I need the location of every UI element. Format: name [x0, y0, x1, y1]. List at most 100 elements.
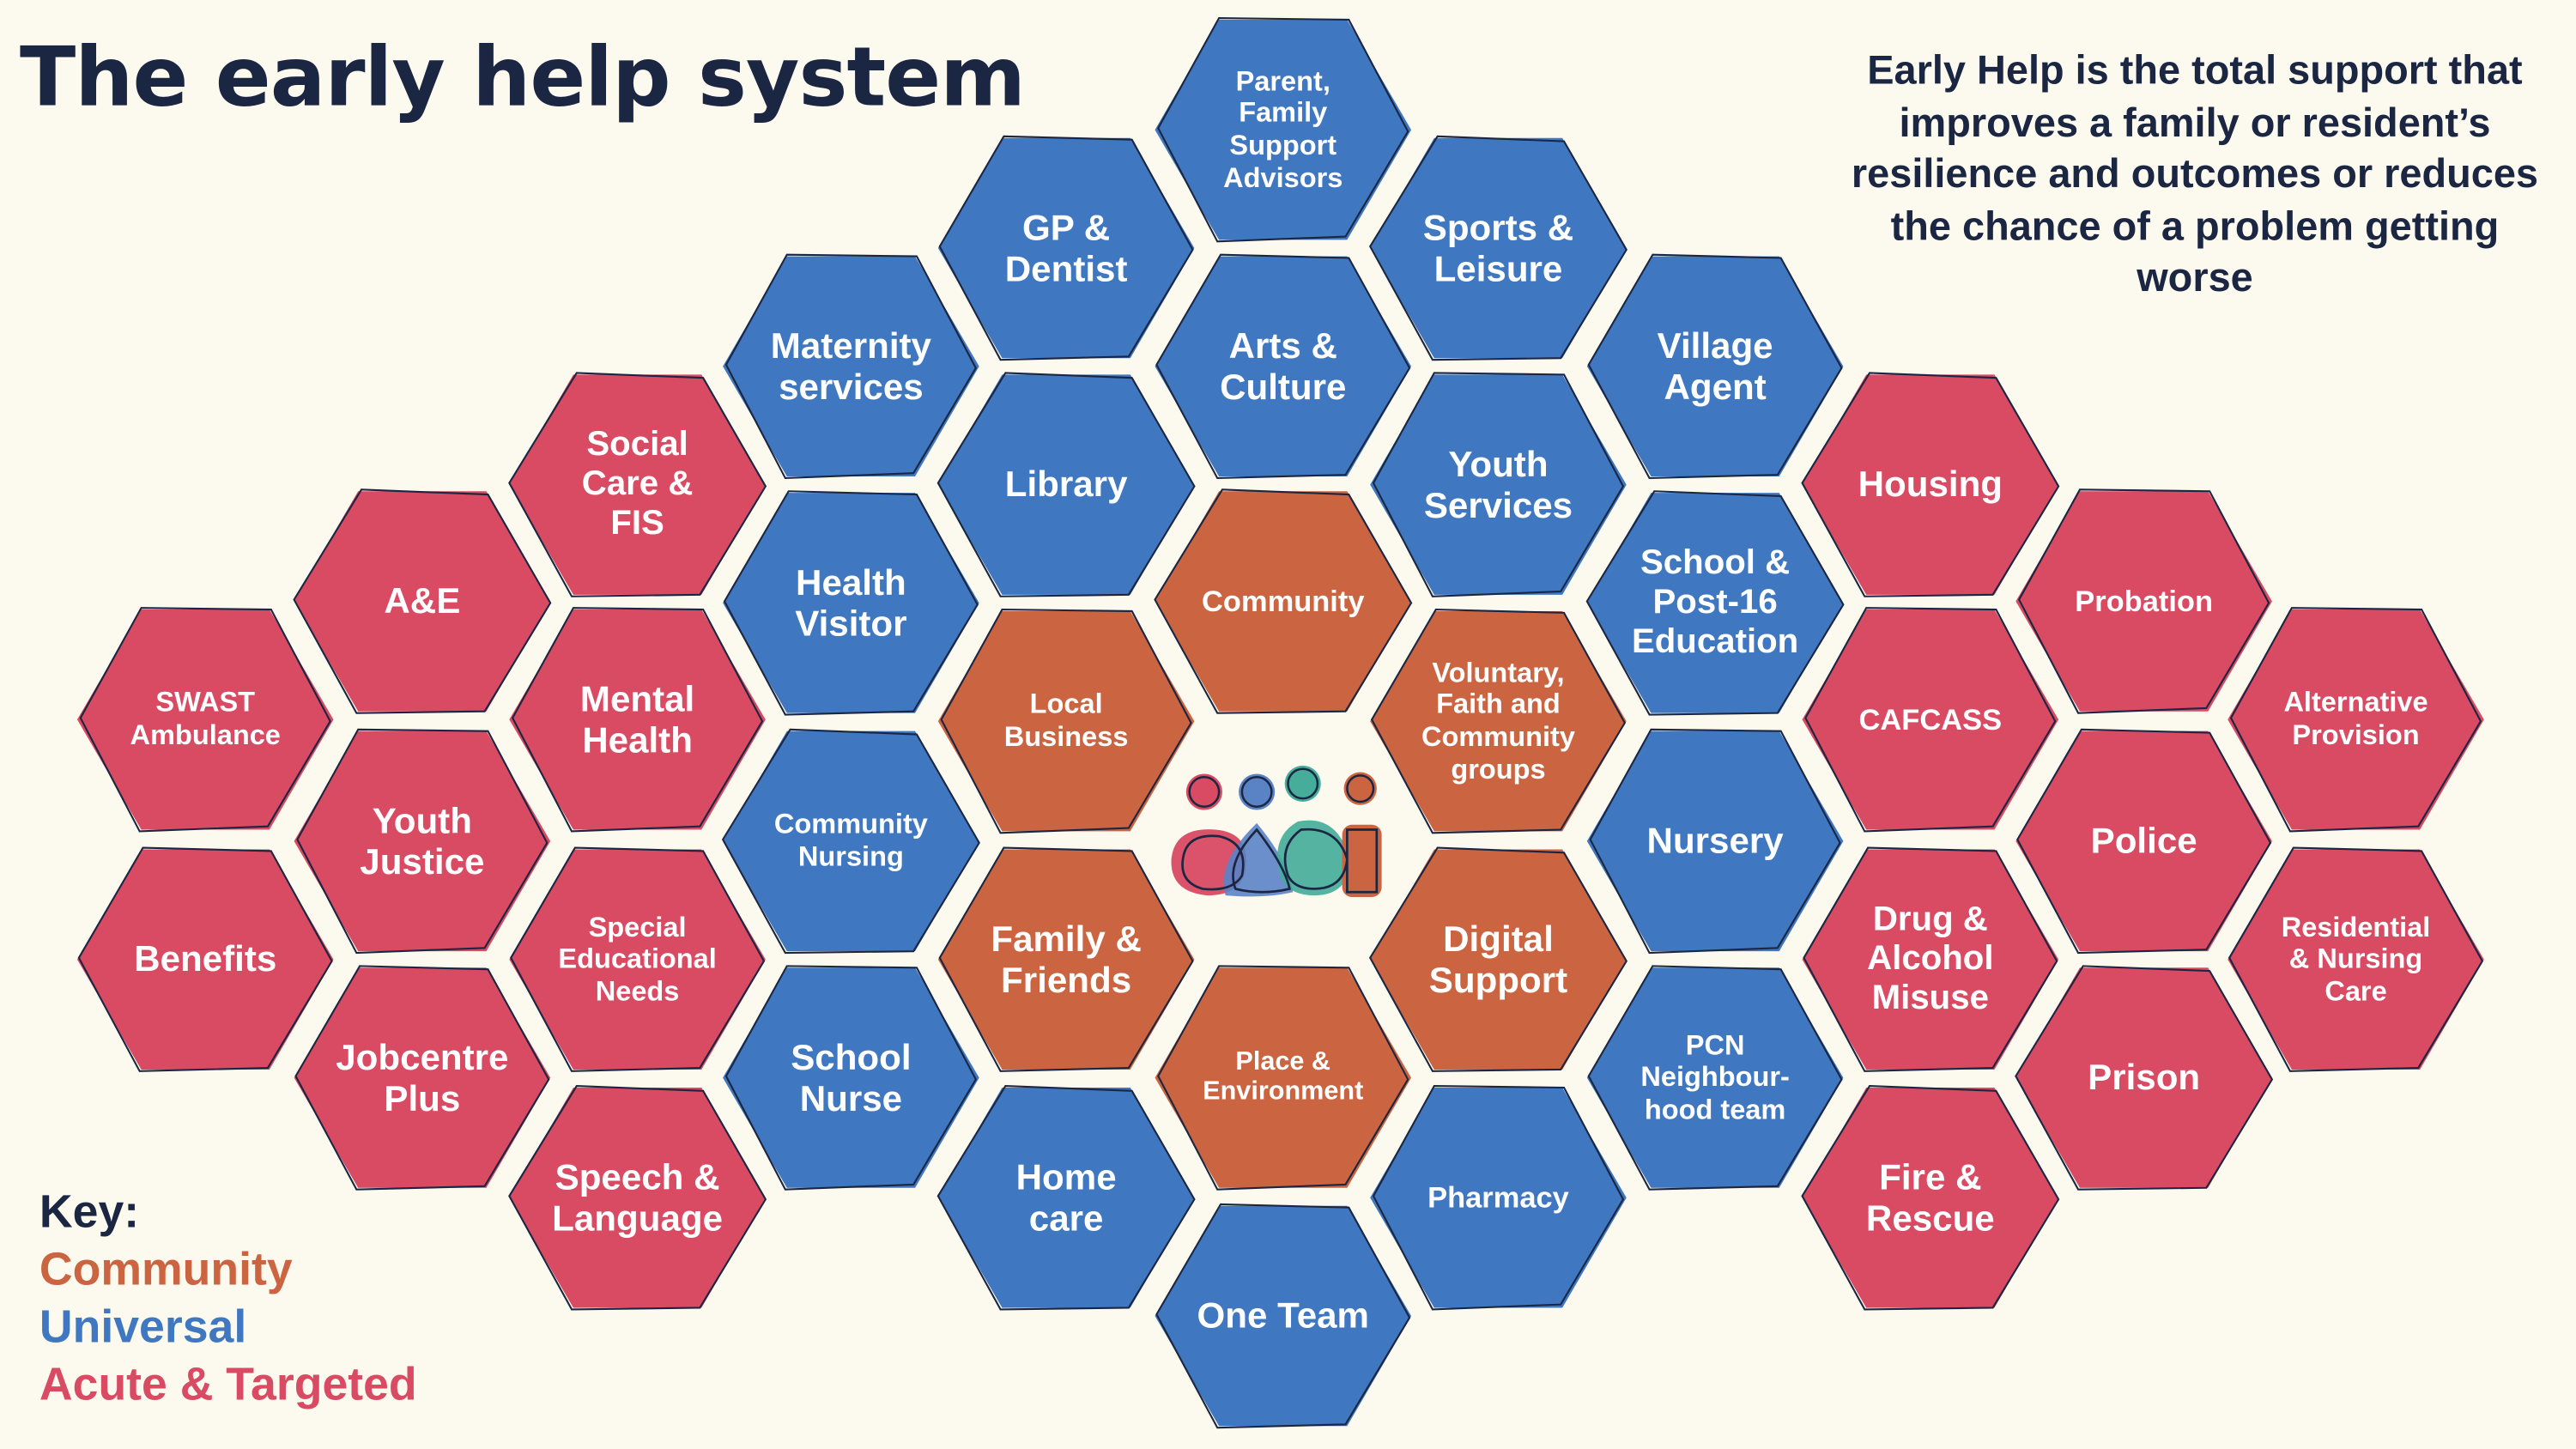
hex-label: Residential & Nursing Care	[2281, 911, 2431, 1007]
hexagon-shape	[936, 372, 1196, 597]
hex-youth-justice: Youth Justice	[293, 728, 552, 955]
hex-label: Maternity services	[770, 324, 931, 408]
hex-label: Voluntary, Faith and Community groups	[1421, 657, 1575, 785]
hex-sports-leisure: Sports & Leisure	[1368, 135, 1627, 361]
hex-police: Police	[2014, 728, 2273, 955]
legend-universal: Universal	[39, 1300, 247, 1353]
hexagon-shape	[294, 728, 551, 955]
hex-family-friends: Family & Friends	[936, 846, 1196, 1073]
hex-label: School & Post-16 Education	[1631, 543, 1799, 661]
hexagon-shape	[937, 608, 1195, 834]
hex-community: Community	[1154, 488, 1413, 714]
hex-label: Prison	[2088, 1057, 2201, 1099]
hexagon-shape	[2227, 846, 2484, 1072]
hexagon-shape	[76, 607, 334, 833]
hexagon-shape	[1586, 253, 1844, 480]
hexagon-shape	[1370, 372, 1627, 597]
hex-label: SWAST Ambulance	[130, 687, 281, 751]
hex-housing: Housing	[1801, 372, 2060, 598]
hex-youth-services: Youth Services	[1368, 372, 1627, 598]
hexagon-shape	[2227, 607, 2484, 833]
hex-voluntary-faith-and-community-groups: Voluntary, Faith and Community groups	[1368, 608, 1627, 834]
hexagon-shape	[937, 135, 1195, 361]
hex-gp-dentist: GP & Dentist	[936, 135, 1196, 361]
hex-drug-alcohol-misuse: Drug & Alcohol Misuse	[1801, 846, 2060, 1073]
hex-label: Place & Environment	[1203, 1047, 1364, 1106]
hexagon-shape	[508, 372, 767, 597]
hex-cafcass: CAFCASS	[1801, 606, 2060, 833]
hex-label: One Team	[1197, 1294, 1369, 1337]
hexagon-shape	[723, 965, 979, 1191]
hex-label: Benefits	[134, 938, 277, 980]
hex-label: Community Nursing	[773, 809, 928, 873]
hex-prison: Prison	[2014, 964, 2274, 1191]
hex-label: Nursery	[1646, 820, 1784, 862]
hexagon-shape	[1368, 846, 1627, 1072]
hex-label: Alternative Provision	[2283, 687, 2428, 751]
hex-arts-culture: Arts & Culture	[1154, 253, 1413, 480]
hex-place-environment: Place & Environment	[1154, 964, 1413, 1191]
hex-one-team: One Team	[1154, 1203, 1413, 1429]
hex-label: Family & Friends	[991, 918, 1142, 1001]
hex-label: Fire & Rescue	[1865, 1155, 1995, 1240]
hex-label: Mental Health	[579, 677, 695, 761]
legend-community: Community	[39, 1243, 293, 1295]
hexagon-shape	[1586, 728, 1844, 955]
hexagon-shape	[1370, 1085, 1627, 1311]
hex-label: Community	[1202, 584, 1365, 617]
hex-label: Drug & Alcohol Misuse	[1867, 900, 1994, 1017]
hexagon-shape	[294, 965, 551, 1191]
hex-label: Library	[1004, 464, 1128, 506]
hex-social-care-fis: Social Care & FIS	[507, 372, 767, 598]
hex-label: GP & Dentist	[1004, 206, 1128, 289]
hex-label: Social Care & FIS	[581, 425, 694, 543]
hex-community-nursing: Community Nursing	[721, 728, 980, 955]
hexagon-shape	[2015, 728, 2272, 955]
hex-benefits: Benefits	[76, 846, 335, 1073]
hexagon-shape	[937, 846, 1195, 1072]
hex-label: Digital Support	[1428, 918, 1568, 1001]
hexagon-shape	[2015, 965, 2274, 1191]
hex-school-post-16-education: School & Post-16 Education	[1585, 489, 1845, 716]
hex-residential-nursing-care: Residential & Nursing Care	[2226, 846, 2485, 1073]
hexagon-shape	[723, 490, 979, 716]
hex-label: Village Agent	[1657, 324, 1773, 408]
hex-label: Sports & Leisure	[1422, 206, 1574, 289]
hex-label: Arts & Culture	[1220, 324, 1347, 408]
hex-label: CAFCASS	[1858, 702, 2003, 736]
hexagon-shape	[1155, 1203, 1412, 1429]
hexagon-shape	[1802, 607, 2059, 833]
hexagon-shape	[1586, 965, 1844, 1191]
people-group-icon	[1171, 765, 1382, 897]
hex-special-educational-needs: Special Educational Needs	[507, 846, 767, 1073]
hex-mental-health: Mental Health	[507, 606, 767, 833]
hex-label: Parent, Family Support Advisors	[1223, 65, 1343, 193]
hex-label: Home care	[1015, 1155, 1117, 1240]
hex-label: A&E	[384, 580, 461, 622]
hex-pharmacy: Pharmacy	[1368, 1084, 1627, 1311]
hex-speech-language: Speech & Language	[507, 1084, 767, 1311]
hex-a-e: A&E	[293, 488, 552, 714]
hex-home-care: Home care	[936, 1084, 1196, 1311]
hex-village-agent: Village Agent	[1585, 253, 1845, 480]
hexagon-shape	[723, 253, 979, 480]
hex-label: PCN Neighbour- hood team	[1640, 1029, 1790, 1125]
hex-fire-rescue: Fire & Rescue	[1801, 1084, 2060, 1311]
hexagon-shape	[1801, 372, 2060, 597]
hexagon-shape	[721, 728, 980, 955]
hex-label: Special Educational Needs	[558, 911, 717, 1007]
hexagon-shape	[1155, 16, 1412, 243]
hex-label: School Nurse	[791, 1036, 912, 1119]
hexagon-shape	[1155, 253, 1412, 480]
hexagon-shape	[1368, 135, 1627, 361]
legend-heading: Key:	[39, 1185, 140, 1238]
hexagon-shape	[1801, 1085, 2060, 1311]
hex-label: Health Visitor	[795, 561, 907, 645]
hexagon-shape	[1154, 488, 1413, 714]
hex-label: Housing	[1858, 464, 2003, 506]
hexagon-shape	[76, 846, 334, 1072]
intro-text: Early Help is the total support that imp…	[1851, 49, 2539, 301]
hex-label: Police	[2090, 820, 2197, 862]
hex-label: Local Business	[1003, 688, 1129, 753]
